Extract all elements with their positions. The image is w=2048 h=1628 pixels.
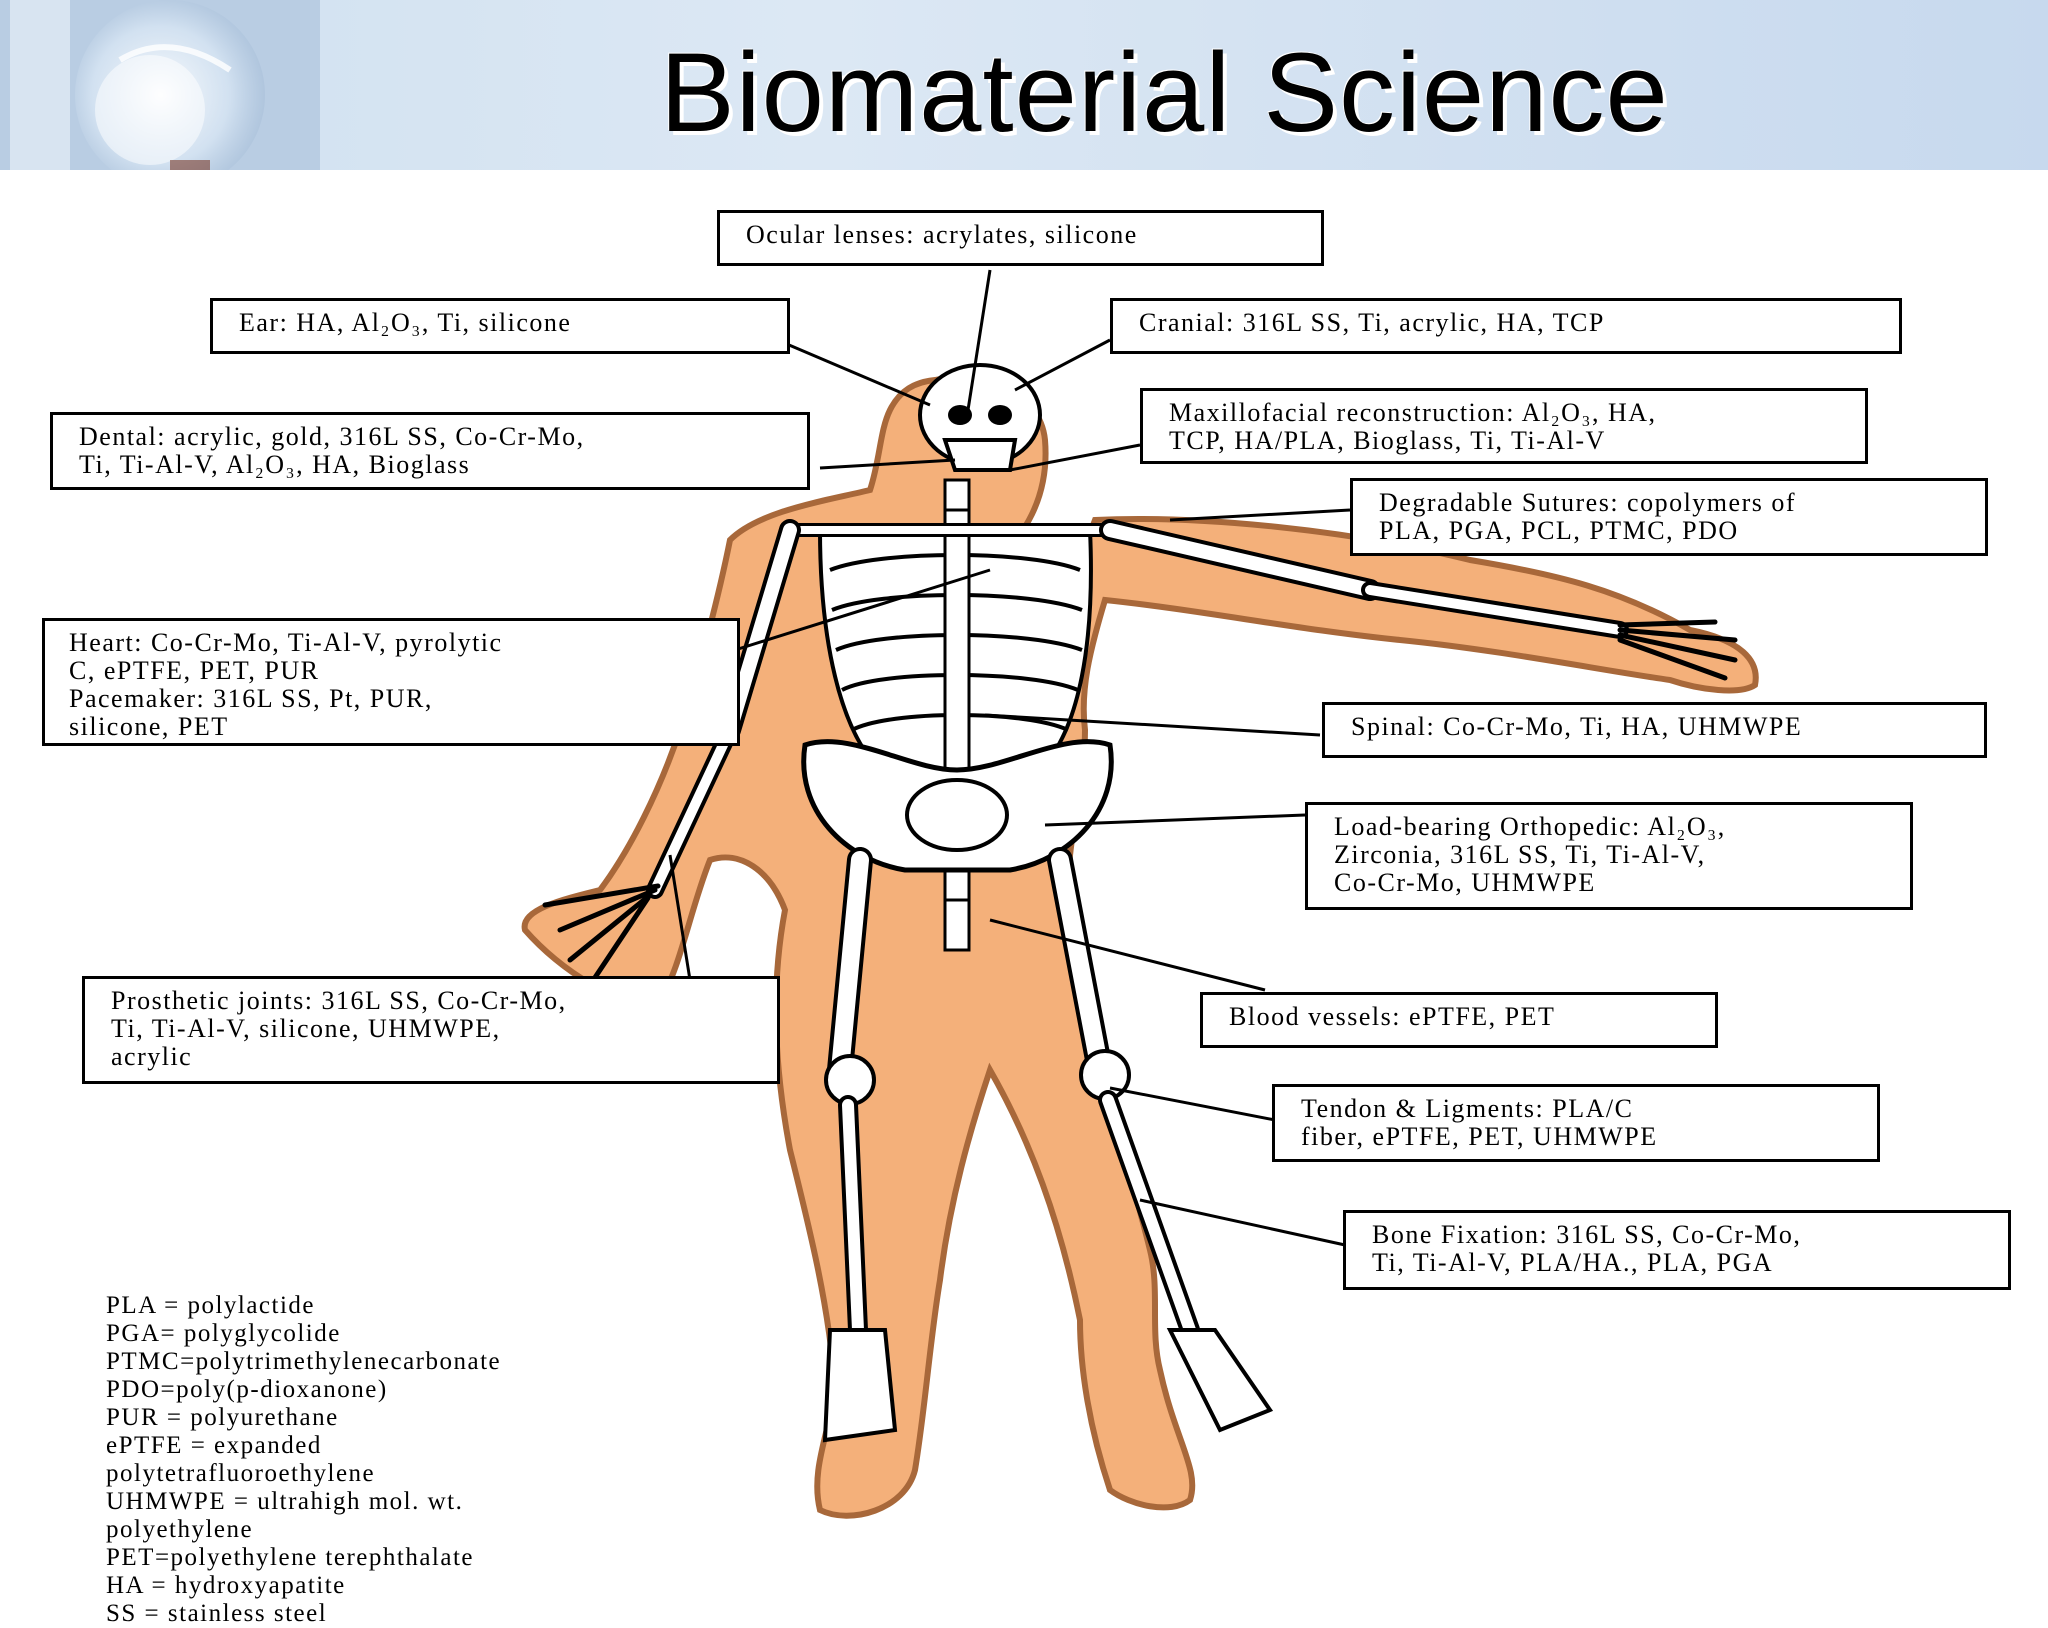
glossary-item: PGA= polyglycolide [106, 1320, 341, 1347]
callout-ocular-lenses: Ocular lenses: acrylates, silicone [717, 210, 1324, 266]
callout-prosthetic-joints: Prosthetic joints: 316L SS, Co-Cr-Mo, Ti… [82, 976, 780, 1084]
glossary-item: PLA = polylactide [106, 1292, 316, 1319]
abbreviation-glossary: PLA = polylactide PGA= polyglycolide PTM… [106, 1292, 501, 1628]
callout-spinal: Spinal: Co-Cr-Mo, Ti, HA, UHMWPE [1322, 702, 1987, 758]
glossary-item: ePTFE = expanded [106, 1432, 322, 1459]
callout-degradable-sutures: Degradable Sutures: copolymers of PLA, P… [1350, 478, 1988, 556]
glossary-item: UHMWPE = ultrahigh mol. wt. [106, 1488, 464, 1515]
callout-heart: Heart: Co-Cr-Mo, Ti-Al-V, pyrolytic C, e… [42, 618, 740, 746]
callout-tendon-ligaments: Tendon & Ligments: PLA/C fiber, ePTFE, P… [1272, 1084, 1880, 1162]
callout-maxillofacial: Maxillofacial reconstruction: Al₂O₃, HA,… [1140, 388, 1868, 464]
page-title: Biomaterial Science [660, 30, 1669, 155]
glossary-item: HA = hydroxyapatite [106, 1572, 346, 1599]
callout-blood-vessels: Blood vessels: ePTFE, PET [1200, 992, 1718, 1048]
glossary-item: polyethylene [106, 1516, 254, 1543]
jaw [942, 438, 1018, 472]
slide-header: Biomaterial Science [0, 0, 2048, 170]
glossary-item: PDO=poly(p-dioxanone) [106, 1376, 388, 1403]
leader-lines [668, 269, 1351, 1247]
glossary-item: PET=polyethylene terephthalate [106, 1544, 475, 1571]
glossary-item: SS = stainless steel [106, 1600, 328, 1627]
glossary-item: polytetrafluoroethylene [106, 1460, 376, 1487]
callout-ear: Ear: HA, Al₂O₃, Ti, silicone [210, 298, 790, 354]
callout-dental: Dental: acrylic, gold, 316L SS, Co-Cr-Mo… [50, 412, 810, 490]
biomaterials-figure: Ocular lenses: acrylates, silicone Ear: … [0, 170, 2048, 1627]
lab-flask-icon [0, 0, 320, 170]
callout-cranial: Cranial: 316L SS, Ti, acrylic, HA, TCP [1110, 298, 1902, 354]
human-skeleton-icon [521, 269, 1759, 1519]
callout-bone-fixation: Bone Fixation: 316L SS, Co-Cr-Mo, Ti, Ti… [1343, 1210, 2011, 1290]
callout-load-bearing-orthopedic: Load-bearing Orthopedic: Al₂O₃, Zirconia… [1305, 802, 1913, 910]
glossary-item: PTMC=polytrimethylenecarbonate [106, 1348, 502, 1375]
glossary-item: PUR = polyurethane [106, 1404, 339, 1431]
